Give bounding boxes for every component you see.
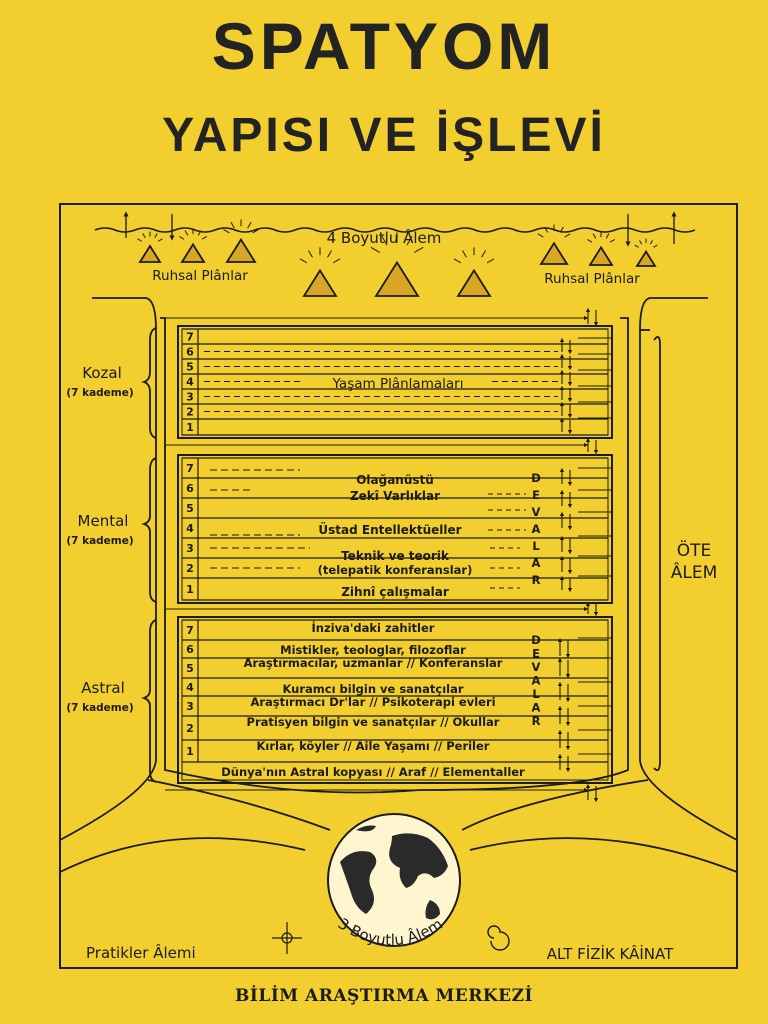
page-subtitle: YAPISI VE İŞLEVİ xyxy=(162,109,606,162)
mental-deva-letter: E xyxy=(532,488,540,502)
astral-level-number: 1 xyxy=(186,745,194,758)
crosshair-icon xyxy=(272,922,302,954)
kozal-sub: (7 kademe) xyxy=(66,387,133,399)
kozal-life-planning: Yaşam Plânlamaları xyxy=(332,376,464,392)
astral-sub: (7 kademe) xyxy=(66,702,133,714)
astral-deva-letter: E xyxy=(532,647,540,661)
footer-publisher: BİLİM ARAŞTIRMA MERKEZİ xyxy=(235,986,533,1006)
page-title: SPATYOM xyxy=(211,9,557,83)
realm-4d-label: 4 Boyutlu Âlem xyxy=(327,228,442,247)
astral-text: Araştırmacılar, uzmanlar // Konferanslar xyxy=(244,656,503,670)
light-triangle-icon xyxy=(370,232,424,297)
kozal-level-number: 1 xyxy=(186,421,194,434)
astral-text: Dünya'nın Astral kopyası // Araf // Elem… xyxy=(221,765,525,779)
mental-deva-letter: D xyxy=(531,471,541,485)
mental-level-number: 5 xyxy=(186,502,194,515)
alem-label: ÂLEM xyxy=(671,561,718,583)
mental-deva-letter: V xyxy=(532,505,541,519)
mental-level-number: 3 xyxy=(186,542,194,555)
practical-realm-label: Pratikler Âlemi xyxy=(86,943,196,962)
kozal-level-number: 4 xyxy=(186,376,194,389)
light-triangle-icon xyxy=(137,231,163,263)
astral-deva-letter: L xyxy=(532,687,540,701)
mental-deva-letter: R xyxy=(532,573,541,587)
mental-text-l4: Üstad Entellektüeller xyxy=(318,522,461,537)
kozal-level-number: 7 xyxy=(186,331,194,344)
astral-level-number: 2 xyxy=(186,722,194,735)
mental-label: Mental xyxy=(78,512,129,530)
astral-text: Kırlar, köyler // Aile Yaşamı // Periler xyxy=(257,739,490,753)
kozal-level-number: 6 xyxy=(186,346,194,359)
astral-deva-letter: A xyxy=(532,701,541,715)
globe-icon xyxy=(327,813,461,947)
astral-level-number: 4 xyxy=(186,681,194,694)
astral-label: Astral xyxy=(81,679,124,697)
outer-frame xyxy=(59,203,738,969)
light-triangles xyxy=(137,219,658,297)
mental-text-l2: (telepatik konferanslar) xyxy=(318,563,473,577)
light-triangle-icon xyxy=(299,247,341,297)
light-triangle-icon xyxy=(223,219,259,263)
level-brackets xyxy=(141,327,157,783)
spiral-icon xyxy=(487,925,510,951)
mental-deva-letter: L xyxy=(532,539,540,553)
astral-deva-letter: A xyxy=(532,674,541,688)
kozal-level-number: 2 xyxy=(186,406,194,419)
light-triangle-icon xyxy=(537,224,571,265)
astral-level-number: 3 xyxy=(186,700,194,713)
astral-text: Pratisyen bilgin ve sanatçılar // Okulla… xyxy=(247,715,500,729)
spiritual-planes-right: Ruhsal Plânlar xyxy=(544,271,640,287)
mental-deva-letter: A xyxy=(532,522,541,536)
light-triangle-icon xyxy=(453,247,495,297)
kozal-label: Kozal xyxy=(82,364,122,382)
mental-sub: (7 kademe) xyxy=(66,535,133,547)
kozal-level-number: 5 xyxy=(186,361,194,374)
astral-text: Mistikler, teologlar, filozoflar xyxy=(280,643,466,657)
astral-deva-letter: D xyxy=(531,633,541,647)
light-triangle-icon xyxy=(587,231,615,266)
mental-level-number: 2 xyxy=(186,562,194,575)
astral-text: Araştırmacı Dr'lar // Psikoterapi evleri xyxy=(250,695,495,709)
astral-text: İnziva'daki zahitler xyxy=(312,620,435,635)
astral-deva-letter: V xyxy=(532,660,541,674)
connection-arrows xyxy=(165,307,612,803)
kozal-level-number: 3 xyxy=(186,391,194,404)
light-triangle-icon xyxy=(634,238,658,267)
mental-text-l6: Olağanüstü xyxy=(356,473,434,487)
astral-deva-letter: R xyxy=(532,714,541,728)
astral-level-number: 7 xyxy=(186,624,194,637)
mental-level-number: 1 xyxy=(186,583,194,596)
mental-level-number: 4 xyxy=(186,522,194,535)
mental-text-l1: Zihnî çalışmalar xyxy=(341,585,449,599)
mental-deva-letter: A xyxy=(532,556,541,570)
mental-level-number: 6 xyxy=(186,482,194,495)
wavy-boundary xyxy=(94,227,696,233)
astral-level-number: 6 xyxy=(186,643,194,656)
lower-physical-label: ALT FİZİK KÂİNAT xyxy=(547,944,674,963)
ote-label: ÖTE xyxy=(677,539,712,561)
ote-alem-bracket xyxy=(653,336,661,772)
mental-level-number: 7 xyxy=(186,462,194,475)
top-arrows xyxy=(123,211,677,247)
astral-text: Kuramcı bilgin ve sanatçılar xyxy=(282,682,463,696)
astral-level-number: 5 xyxy=(186,662,194,675)
mental-text-l3: Teknik ve teorik xyxy=(341,549,450,563)
light-triangle-icon xyxy=(179,228,207,263)
mental-text-l5: Zekî Varlıklar xyxy=(350,489,440,503)
spiritual-planes-left: Ruhsal Plânlar xyxy=(152,268,248,284)
